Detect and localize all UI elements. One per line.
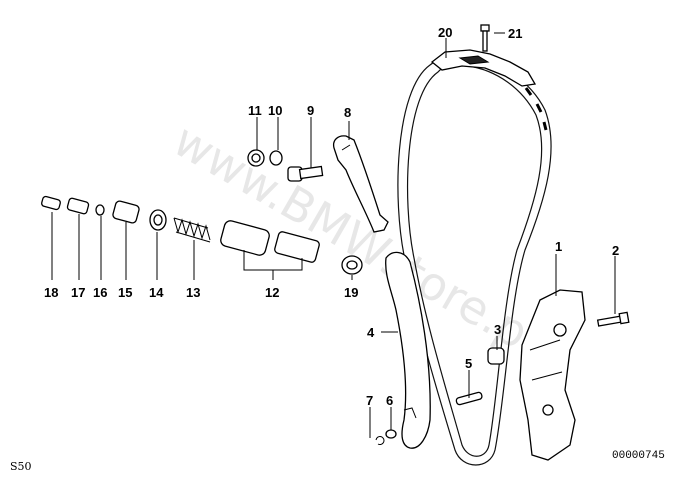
- part-9-screw-plug: [287, 165, 324, 182]
- callout-labels: 1 2 3 4 5 6 7 8 9 10 11 12 13 14 15 16 1…: [44, 25, 619, 408]
- callout-16: 16: [93, 285, 107, 300]
- callout-8: 8: [344, 105, 351, 120]
- part-18-piston: [41, 195, 61, 211]
- callout-4: 4: [367, 325, 375, 340]
- callout-1: 1: [555, 239, 562, 254]
- callout-11: 11: [248, 103, 262, 118]
- part-4-guide-rail: [385, 251, 431, 449]
- callout-3: 3: [494, 322, 501, 337]
- callout-2: 2: [612, 243, 619, 258]
- part-16-o-ring: [95, 204, 105, 216]
- part-3-bushing: [487, 347, 505, 365]
- callout-13: 13: [186, 285, 200, 300]
- callout-12: 12: [265, 285, 279, 300]
- callout-7: 7: [366, 393, 373, 408]
- part-5-pin: [455, 391, 483, 406]
- part-21-bolt: [480, 24, 490, 52]
- part-19-seal-ring: [341, 255, 363, 275]
- callout-21: 21: [508, 26, 522, 41]
- part-20-upper-chain-guide: [430, 49, 537, 87]
- leader-lines: [51, 32, 616, 438]
- callout-17: 17: [71, 285, 85, 300]
- callout-18: 18: [44, 285, 58, 300]
- callout-15: 15: [118, 285, 132, 300]
- part-11-seal-ring: [247, 149, 265, 167]
- part-14-seal-ring: [149, 209, 167, 231]
- part-6-washer: [385, 429, 397, 439]
- callout-20: 20: [438, 25, 452, 40]
- callout-14: 14: [149, 285, 164, 300]
- part-7-clip: [375, 436, 385, 445]
- callout-9: 9: [307, 103, 314, 118]
- part-8-tensioner-rail: [332, 135, 389, 233]
- part-17-valve: [66, 197, 90, 215]
- drawing-number: 00000745: [612, 450, 665, 462]
- part-15-plug: [112, 200, 140, 224]
- part-13-spring: [173, 217, 211, 243]
- callout-5: 5: [465, 356, 472, 371]
- callout-10: 10: [268, 103, 282, 118]
- part-1-chain-guide: [519, 289, 586, 461]
- callout-19: 19: [344, 285, 358, 300]
- part-12-tensioner-body: [220, 220, 320, 263]
- part-2-bolt: [596, 311, 630, 327]
- callout-6: 6: [386, 393, 393, 408]
- page-code: S50: [10, 460, 32, 473]
- part-10-o-ring: [269, 150, 283, 166]
